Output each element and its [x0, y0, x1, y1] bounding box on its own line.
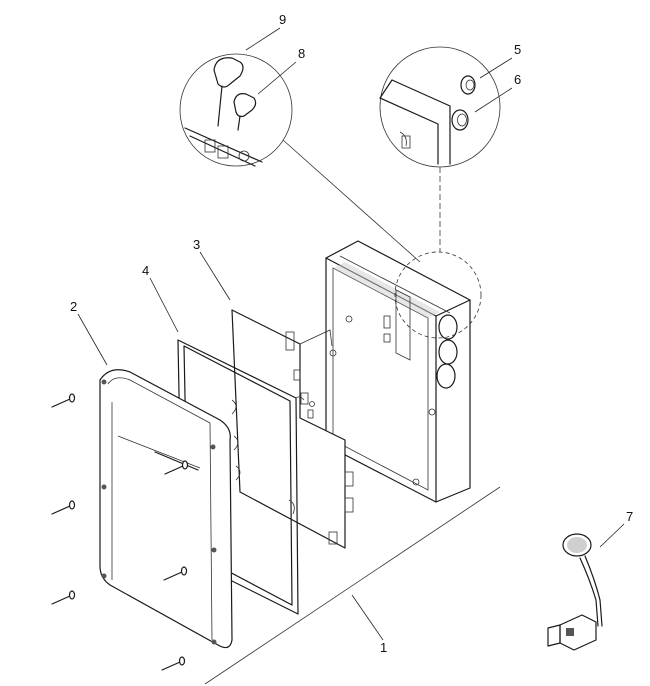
cable-gland-5	[460, 75, 476, 95]
callout-7: 7	[626, 509, 633, 524]
screw-6	[161, 656, 186, 671]
callout-4: 4	[142, 263, 149, 278]
detail-circle-housing	[394, 251, 482, 339]
circuit-board	[231, 309, 354, 549]
sensor-probe	[547, 533, 603, 651]
detail-circle-fittings	[179, 53, 293, 167]
callout-labels: 1 2 3 4 5 6 7 8 9	[70, 12, 633, 655]
fitting-8	[233, 93, 257, 131]
callout-9: 9	[279, 12, 286, 27]
sensor-connector	[547, 614, 597, 651]
cable-gland-6	[451, 109, 469, 131]
callout-2: 2	[70, 299, 77, 314]
screws	[51, 393, 189, 671]
screw-3	[51, 590, 76, 605]
detail-leader-lines	[282, 139, 441, 263]
callout-5: 5	[514, 42, 521, 57]
callout-1: 1	[380, 640, 387, 655]
callout-leaders	[77, 27, 625, 641]
fitting-elbow-9	[213, 57, 244, 127]
rear-housing	[325, 240, 471, 503]
screw-2	[51, 500, 76, 515]
front-cover	[99, 369, 233, 649]
callout-8: 8	[298, 46, 305, 61]
screw-5	[163, 566, 188, 581]
screw-4	[164, 460, 189, 475]
callout-6: 6	[514, 72, 521, 87]
screw-1	[51, 393, 76, 408]
callout-3: 3	[193, 237, 200, 252]
base-line	[204, 486, 501, 685]
